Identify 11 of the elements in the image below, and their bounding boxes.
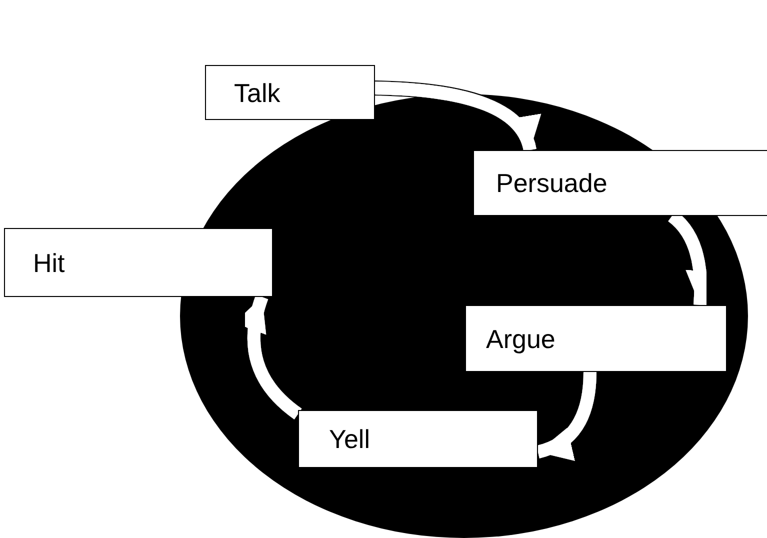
box-label: Talk — [234, 80, 280, 106]
curved-arrow — [235, 295, 302, 420]
label-box — [205, 65, 375, 120]
box-label: Argue — [486, 326, 556, 352]
label-box — [465, 305, 727, 372]
label-box — [4, 228, 273, 297]
label-box — [298, 410, 538, 468]
box-label: Yell — [329, 426, 370, 452]
box-label: Hit — [33, 250, 65, 276]
label-box — [473, 150, 767, 216]
box-label: Persuade — [496, 170, 608, 196]
